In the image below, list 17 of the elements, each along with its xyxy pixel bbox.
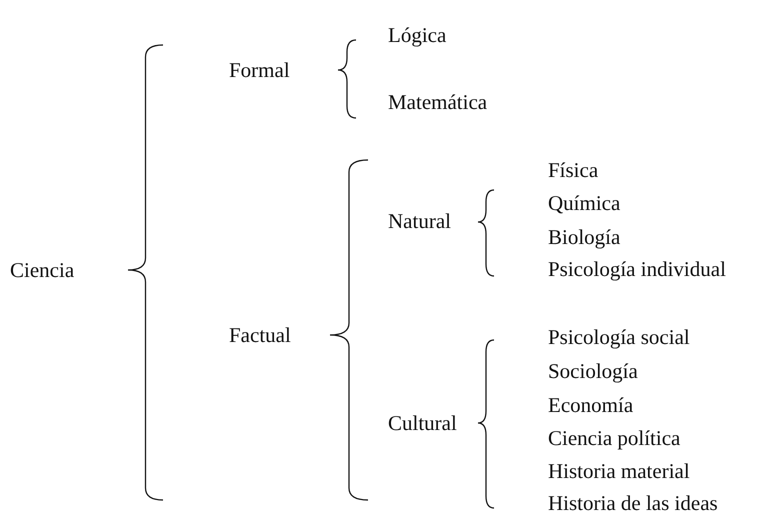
category-label: Sociología xyxy=(548,358,638,384)
category-label: Natural xyxy=(388,208,451,234)
category-label: Ciencia política xyxy=(548,426,680,450)
category-label: Química xyxy=(548,190,620,216)
category-label: Economía xyxy=(548,392,634,418)
category-label: Matemática xyxy=(388,90,488,114)
category-label: Factual xyxy=(229,322,291,348)
category-label: Biología xyxy=(548,224,620,250)
category-label: Formal xyxy=(229,58,290,82)
category-label: Lógica xyxy=(388,22,446,48)
category-label: Ciencia xyxy=(10,258,74,282)
category-label: Psicología individual xyxy=(548,256,726,282)
category-label: Historia material xyxy=(548,458,690,484)
category-label: Cultural xyxy=(388,410,457,436)
category-label: Historia de las ideas xyxy=(548,490,718,515)
category-label: Psicología social xyxy=(548,324,690,350)
category-label: Física xyxy=(548,158,598,182)
